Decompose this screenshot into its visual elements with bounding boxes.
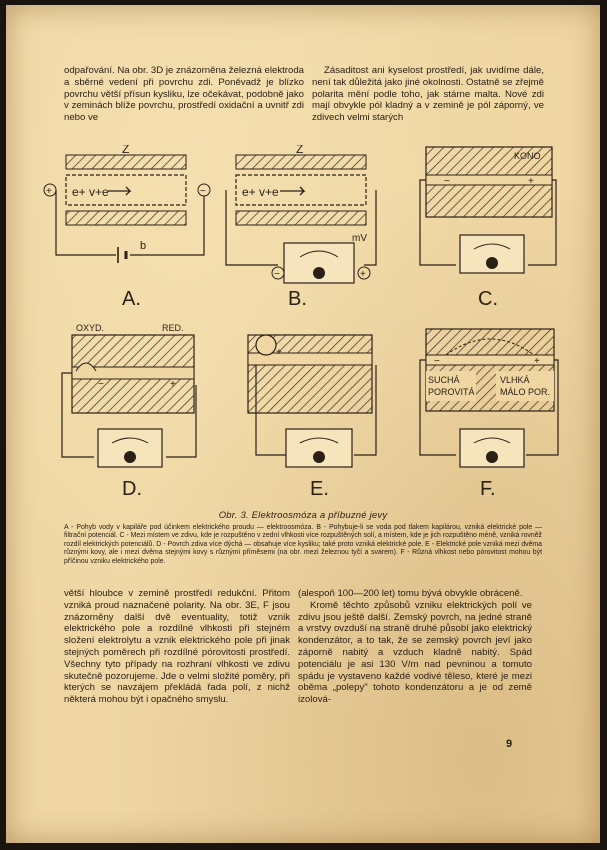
- panel-letter: B.: [288, 288, 307, 310]
- page-number: 9: [506, 738, 513, 750]
- minus-sign: −: [434, 356, 440, 367]
- panel-b: Z e+ v+e − + mV B.: [225, 145, 377, 310]
- paragraph: Kromě těchto způsobů vzniku elektrických…: [298, 599, 532, 706]
- inner-label: e+ v+e: [72, 185, 109, 199]
- panel-c: KONO − + C.: [419, 146, 557, 310]
- figure-electroosmosis: Z e+ v+e + − b A. Z e+ v+e: [43, 145, 559, 500]
- label-battery: b: [140, 240, 146, 252]
- minus-sign: −: [98, 379, 104, 390]
- label-red: RED.: [162, 323, 184, 333]
- plus-sign: +: [360, 269, 366, 280]
- panel-letter: C.: [478, 288, 498, 310]
- text-column-bottom-left: větší hloubce v zemině prostředí redukčn…: [64, 588, 290, 706]
- label-porovita: POROVITÁ: [428, 387, 475, 397]
- plus-sign: +: [534, 356, 540, 367]
- plus-sign: +: [276, 347, 282, 358]
- label-kono: KONO: [514, 151, 541, 161]
- figure-caption-title: Obr. 3. Elektroosmóza a příbuzné jevy: [218, 510, 388, 521]
- label-mv: mV: [352, 233, 367, 244]
- panel-f: SUCHÁ POROVITÁ VLHKÁ MÁLO POR. − + F.: [419, 328, 559, 500]
- plus-sign: +: [170, 379, 176, 390]
- panel-letter: D.: [122, 478, 142, 500]
- text-column-top-left: odpařování. Na obr. 3D je znázorněna žel…: [64, 65, 304, 124]
- panel-a: Z e+ v+e + − b A.: [43, 145, 211, 310]
- label-z: Z: [122, 145, 129, 156]
- inner-label: e+ v+e: [242, 185, 279, 199]
- plus-sign: +: [528, 176, 534, 187]
- text-column-bottom-right: (alespoň 100—200 let) tomu bývá obvykle …: [298, 588, 532, 706]
- panel-e: + E.: [247, 334, 377, 500]
- panel-letter: E.: [310, 478, 329, 500]
- paragraph: větší hloubce v zemině prostředí redukčn…: [64, 588, 290, 706]
- figure-caption-body: A - Pohyb vody v kapiláře pod účinkem el…: [64, 524, 542, 565]
- minus-sign: −: [444, 176, 450, 187]
- book-page: odpařování. Na obr. 3D je znázorněna žel…: [6, 5, 600, 843]
- label-z: Z: [296, 145, 303, 156]
- panel-letter: A.: [122, 288, 141, 310]
- panel-d: OXYD. RED. − + D.: [61, 323, 197, 500]
- label-malo-por: MÁLO POR.: [500, 387, 550, 397]
- paragraph: (alespoň 100—200 let) tomu bývá obvykle …: [298, 588, 523, 599]
- label-oxyd: OXYD.: [76, 323, 104, 333]
- minus-sign: −: [274, 269, 280, 280]
- text-column-top-right: Zásaditost ani kyselost prostředí, jak u…: [312, 65, 544, 124]
- panel-letter: F.: [480, 478, 496, 500]
- minus-sign: −: [200, 186, 206, 197]
- arrow-right-icon: [280, 186, 306, 196]
- label-vlhka: VLHKÁ: [500, 375, 530, 385]
- arrow-right-icon: [108, 186, 132, 196]
- paragraph: Zásaditost ani kyselost prostředí, jak u…: [312, 65, 544, 124]
- plus-sign: +: [46, 186, 52, 197]
- paragraph: odpařování. Na obr. 3D je znázorněna žel…: [64, 65, 304, 124]
- label-sucha: SUCHÁ: [428, 375, 460, 385]
